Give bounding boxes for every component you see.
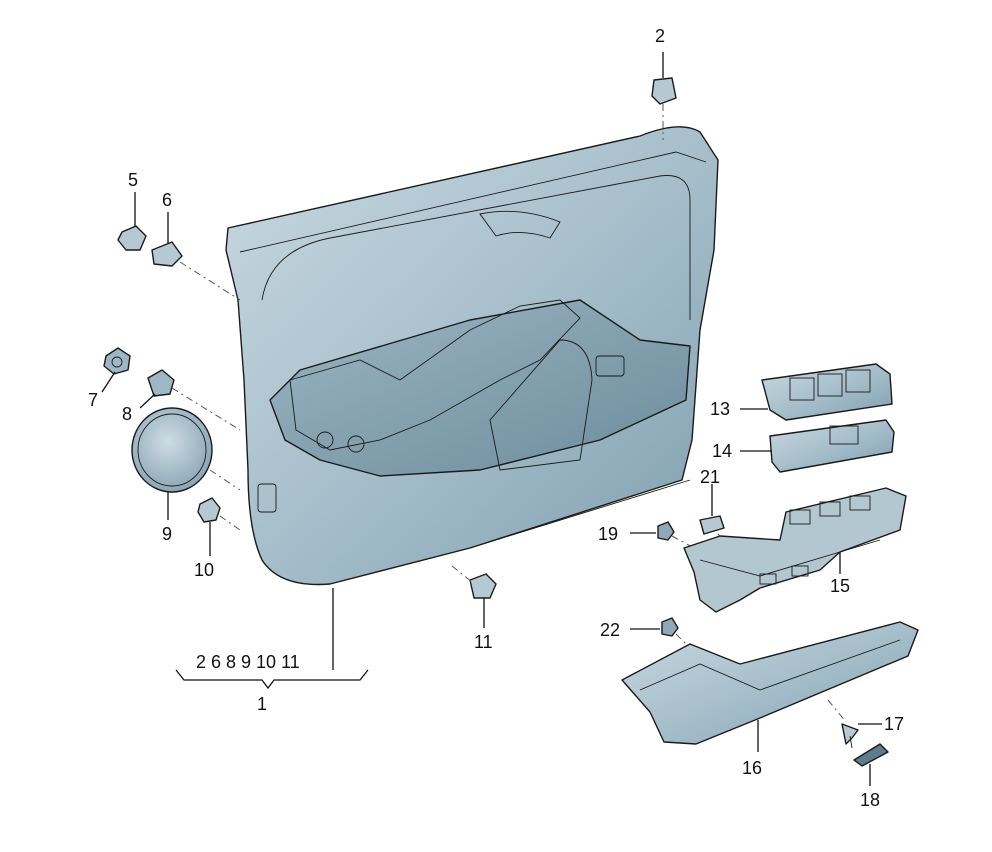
label-14: 14	[712, 441, 732, 461]
label-6: 6	[162, 190, 172, 210]
screw-part-22: 22	[600, 617, 693, 651]
speaker-cover-part-9: 9	[131, 407, 241, 544]
switch-bezel-part-13: 13	[710, 363, 893, 421]
label-17: 17	[884, 714, 904, 734]
label-11: 11	[474, 632, 493, 652]
panel-clip-slot	[257, 483, 277, 513]
clip-part-11: 11	[451, 565, 497, 652]
lower-trim-part-16: 16	[621, 621, 919, 778]
clip-part-6: 6	[151, 190, 241, 301]
window-switch-opening	[595, 355, 625, 377]
clip-part-21: 21	[699, 467, 741, 557]
label-13: 13	[710, 399, 730, 419]
nut-part-7: 7	[88, 347, 131, 410]
label-10: 10	[194, 560, 214, 580]
label-2: 2	[655, 26, 665, 46]
label-21: 21	[700, 467, 720, 487]
clip-part-10: 10	[194, 497, 241, 580]
screw-part-8: 8	[122, 369, 241, 431]
label-9: 9	[162, 524, 172, 544]
door-trim-panel	[225, 126, 719, 586]
label-5: 5	[128, 170, 138, 190]
label-group: 2 6 8 9 10 11	[196, 652, 300, 672]
screw-part-19: 19	[598, 521, 695, 549]
label-7: 7	[88, 390, 98, 410]
label-16: 16	[742, 758, 762, 778]
bracket-part-15: 15	[683, 487, 907, 613]
label-1: 1	[257, 694, 267, 714]
label-15: 15	[830, 576, 850, 596]
clip-part-5: 5	[117, 170, 147, 251]
label-18: 18	[860, 790, 880, 810]
switch-trim-part-14: 14	[712, 419, 895, 473]
label-19: 19	[598, 524, 618, 544]
clip-part-2: 2	[651, 26, 677, 140]
assembly-label-1: 2 6 8 9 10 11 1	[175, 588, 369, 714]
door-handle-recess	[479, 210, 561, 239]
label-8: 8	[122, 404, 132, 424]
cover-cap-part-18: 18	[853, 743, 889, 810]
label-22: 22	[600, 620, 620, 640]
screw-part-17: 17	[827, 699, 904, 749]
